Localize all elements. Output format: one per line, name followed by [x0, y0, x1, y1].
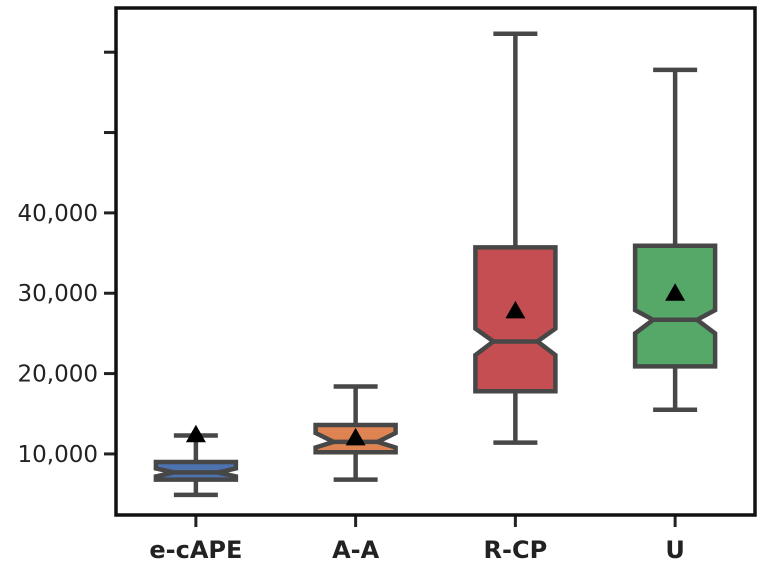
boxes-layer — [153, 31, 718, 498]
y-tick-label: 40,000 — [18, 201, 98, 227]
x-tick-label: U — [665, 536, 685, 564]
x-tick-label: A-A — [332, 536, 380, 564]
plot-frame — [114, 6, 757, 517]
box-u — [632, 67, 718, 412]
mean-marker — [185, 424, 206, 443]
box-body — [473, 245, 558, 394]
y-tick-label: 30,000 — [18, 281, 98, 307]
x-axis: e-cAPE A-A R-CP U — [149, 515, 685, 564]
y-axis: 10,000 20,000 30,000 40,000 — [18, 50, 116, 468]
x-tick-label: e-cAPE — [149, 536, 242, 564]
y-tick-label: 10,000 — [18, 442, 98, 468]
mean-marker — [505, 300, 526, 319]
box-a-a — [313, 384, 398, 482]
box-body — [632, 243, 718, 369]
x-tick-label: R-CP — [484, 536, 548, 564]
box-r-cp — [473, 31, 558, 445]
box-e-cape — [153, 424, 239, 498]
mean-marker — [345, 427, 366, 446]
y-tick-label: 20,000 — [18, 362, 98, 388]
mean-marker — [665, 283, 686, 301]
